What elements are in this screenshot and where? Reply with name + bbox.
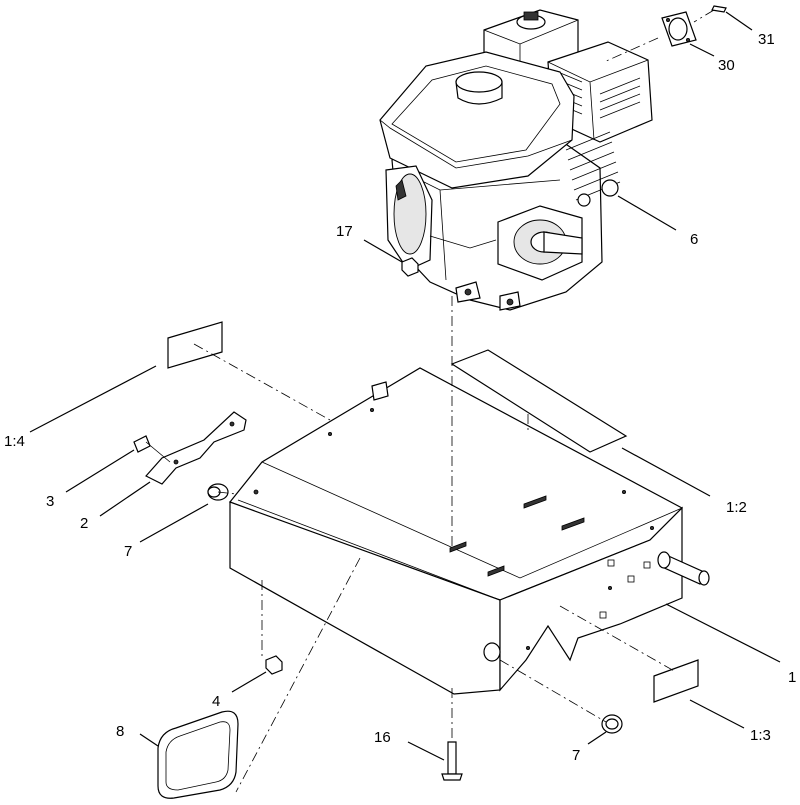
engine: [379, 9, 653, 311]
nut-17: [401, 257, 419, 277]
callout-31: 31: [758, 31, 775, 48]
callout-8: 8: [116, 723, 124, 740]
callout-1-3: 1:3: [750, 727, 771, 744]
callout-30: 30: [718, 57, 735, 74]
frame: [229, 367, 710, 695]
gasket-ring: [661, 11, 697, 47]
decal-1-3: [653, 659, 699, 703]
alignment-lines: [193, 9, 715, 793]
deck-slots: [449, 495, 585, 577]
callout-7b: 7: [572, 747, 580, 764]
callout-7a: 7: [124, 543, 132, 560]
bolt-3: [133, 435, 171, 463]
callout-labels: 31 30 6 17 1:4 1:2 3 2 7 1 4 1:3 8 16 7: [4, 31, 796, 764]
callout-17: 17: [336, 223, 353, 240]
small-screw: [711, 5, 727, 13]
callout-6: 6: [690, 231, 698, 248]
nut-4: [265, 655, 283, 675]
callout-1: 1: [788, 669, 796, 686]
pad-8: [157, 710, 239, 799]
bracket: [145, 411, 247, 485]
callout-2: 2: [80, 515, 88, 532]
callout-16: 16: [374, 729, 391, 746]
decal-1-2: [450, 349, 628, 453]
callout-1-2: 1:2: [726, 499, 747, 516]
bushing-7b: [601, 714, 623, 734]
callout-4: 4: [212, 693, 220, 710]
bolt-16: [441, 741, 463, 781]
callout-1-4: 1:4: [4, 433, 25, 450]
cylinder-fins: [565, 131, 621, 201]
callout-3: 3: [46, 493, 54, 510]
leader-lines: [29, 11, 781, 761]
